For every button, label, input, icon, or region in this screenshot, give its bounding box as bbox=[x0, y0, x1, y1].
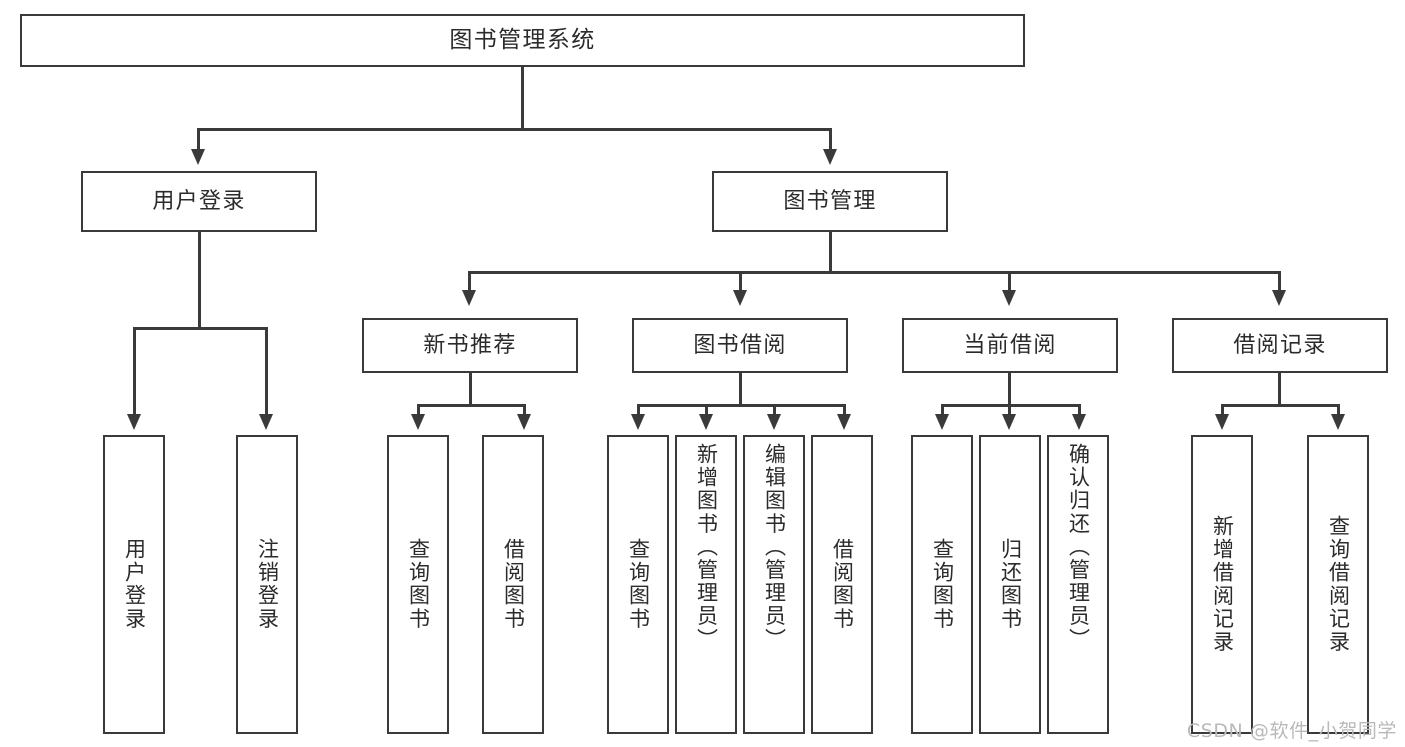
arrow-to-leaf-confirm-return bbox=[1072, 414, 1086, 430]
node-label: 借阅记录 bbox=[1233, 332, 1327, 358]
connector-cb-drop-2 bbox=[1008, 404, 1011, 415]
arrow-to-leaf-user-login bbox=[127, 414, 141, 430]
connector-book-management-bar bbox=[468, 271, 1280, 274]
node-user-login[interactable]: 用户登录 bbox=[81, 171, 317, 232]
node-label: 借阅图书 bbox=[501, 538, 526, 631]
connector-bb-drop-4 bbox=[843, 404, 846, 415]
connector-br-bar bbox=[1221, 404, 1339, 407]
arrow-to-leaf-query-book-2 bbox=[631, 414, 645, 430]
arrow-to-leaf-return-book bbox=[1002, 414, 1016, 430]
arrow-to-leaf-edit-book bbox=[767, 414, 781, 430]
connector-nbr-bar bbox=[417, 404, 525, 407]
node-label: 确认归还（管理员） bbox=[1066, 443, 1091, 651]
node-leaf-borrow-book-1[interactable]: 借阅图书 bbox=[482, 435, 544, 734]
node-leaf-query-book-1[interactable]: 查询图书 bbox=[387, 435, 449, 734]
node-leaf-borrow-book-2[interactable]: 借阅图书 bbox=[811, 435, 873, 734]
node-leaf-return-book[interactable]: 归还图书 bbox=[979, 435, 1041, 734]
node-label: 查询图书 bbox=[626, 538, 651, 631]
connector-user-login-stem bbox=[198, 232, 201, 328]
connector-bm-drop-2 bbox=[739, 271, 742, 291]
connector-cb-drop-3 bbox=[1078, 404, 1081, 415]
node-label: 新书推荐 bbox=[423, 332, 517, 358]
node-leaf-edit-book[interactable]: 编辑图书（管理员） bbox=[743, 435, 805, 734]
connector-br-drop-1 bbox=[1221, 404, 1224, 415]
arrow-to-book-management bbox=[823, 149, 837, 165]
node-label: 编辑图书（管理员） bbox=[762, 443, 787, 651]
node-label: 注销登录 bbox=[255, 538, 280, 631]
node-label: 查询图书 bbox=[930, 538, 955, 631]
connector-user-login-bar bbox=[133, 327, 267, 330]
arrow-to-leaf-logout-login bbox=[259, 414, 273, 430]
node-leaf-confirm-return[interactable]: 确认归还（管理员） bbox=[1047, 435, 1109, 734]
node-borrow-record[interactable]: 借阅记录 bbox=[1172, 318, 1388, 373]
arrow-to-leaf-borrow-book-2 bbox=[837, 414, 851, 430]
node-label: 查询借阅记录 bbox=[1326, 515, 1351, 654]
connector-root-stem bbox=[521, 67, 524, 129]
connector-root-bar bbox=[197, 128, 831, 131]
node-label: 新增借阅记录 bbox=[1210, 515, 1235, 654]
node-label: 查询图书 bbox=[406, 538, 431, 631]
connector-bb-drop-2 bbox=[705, 404, 708, 415]
node-label: 新增图书（管理员） bbox=[694, 443, 719, 651]
connector-user-login-drop-1 bbox=[133, 327, 136, 415]
node-root-system[interactable]: 图书管理系统 bbox=[20, 14, 1025, 67]
connector-nbr-stem bbox=[469, 373, 472, 405]
connector-br-drop-2 bbox=[1337, 404, 1340, 415]
arrow-to-new-book-recommend bbox=[462, 290, 476, 306]
connector-cb-drop-1 bbox=[941, 404, 944, 415]
node-leaf-query-book-2[interactable]: 查询图书 bbox=[607, 435, 669, 734]
node-leaf-user-login[interactable]: 用户登录 bbox=[103, 435, 165, 734]
arrow-to-borrow-record bbox=[1272, 290, 1286, 306]
connector-nbr-drop-2 bbox=[523, 404, 526, 415]
arrow-to-leaf-query-record bbox=[1331, 414, 1345, 430]
node-leaf-logout-login[interactable]: 注销登录 bbox=[236, 435, 298, 734]
connector-nbr-drop-1 bbox=[417, 404, 420, 415]
connector-book-management-stem bbox=[829, 232, 832, 272]
node-label: 归还图书 bbox=[998, 538, 1023, 631]
node-leaf-query-record[interactable]: 查询借阅记录 bbox=[1307, 435, 1369, 734]
connector-bb-drop-1 bbox=[637, 404, 640, 415]
node-book-borrow[interactable]: 图书借阅 bbox=[632, 318, 848, 373]
arrow-to-leaf-add-book bbox=[699, 414, 713, 430]
connector-cb-bar bbox=[941, 404, 1080, 407]
connector-bb-drop-3 bbox=[773, 404, 776, 415]
node-leaf-add-record[interactable]: 新增借阅记录 bbox=[1191, 435, 1253, 734]
connector-bm-drop-4 bbox=[1278, 271, 1281, 291]
connector-br-stem bbox=[1278, 373, 1281, 405]
connector-bm-drop-1 bbox=[468, 271, 471, 291]
node-label: 当前借阅 bbox=[963, 332, 1057, 358]
node-current-borrow[interactable]: 当前借阅 bbox=[902, 318, 1118, 373]
node-label: 图书管理 bbox=[783, 188, 877, 214]
connector-cb-stem bbox=[1008, 373, 1011, 405]
node-label: 图书借阅 bbox=[693, 332, 787, 358]
arrow-to-leaf-borrow-book-1 bbox=[517, 414, 531, 430]
connector-root-drop-right bbox=[829, 128, 832, 150]
node-label: 用户登录 bbox=[122, 538, 147, 631]
node-leaf-add-book[interactable]: 新增图书（管理员） bbox=[675, 435, 737, 734]
node-book-management[interactable]: 图书管理 bbox=[712, 171, 948, 232]
node-label: 借阅图书 bbox=[830, 538, 855, 631]
connector-root-drop-left bbox=[197, 128, 200, 150]
arrow-to-leaf-add-record bbox=[1215, 414, 1229, 430]
node-new-book-recommend[interactable]: 新书推荐 bbox=[362, 318, 578, 373]
connector-bb-stem bbox=[739, 373, 742, 405]
connector-user-login-drop-2 bbox=[265, 327, 268, 415]
connector-bm-drop-3 bbox=[1008, 271, 1011, 291]
connector-bb-bar bbox=[637, 404, 845, 407]
arrow-to-leaf-query-book-3 bbox=[935, 414, 949, 430]
node-leaf-query-book-3[interactable]: 查询图书 bbox=[911, 435, 973, 734]
arrow-to-leaf-query-book-1 bbox=[411, 414, 425, 430]
arrow-to-book-borrow bbox=[733, 290, 747, 306]
arrow-to-current-borrow bbox=[1002, 290, 1016, 306]
arrow-to-user-login bbox=[191, 149, 205, 165]
node-label: 图书管理系统 bbox=[449, 26, 596, 53]
node-label: 用户登录 bbox=[152, 188, 246, 214]
